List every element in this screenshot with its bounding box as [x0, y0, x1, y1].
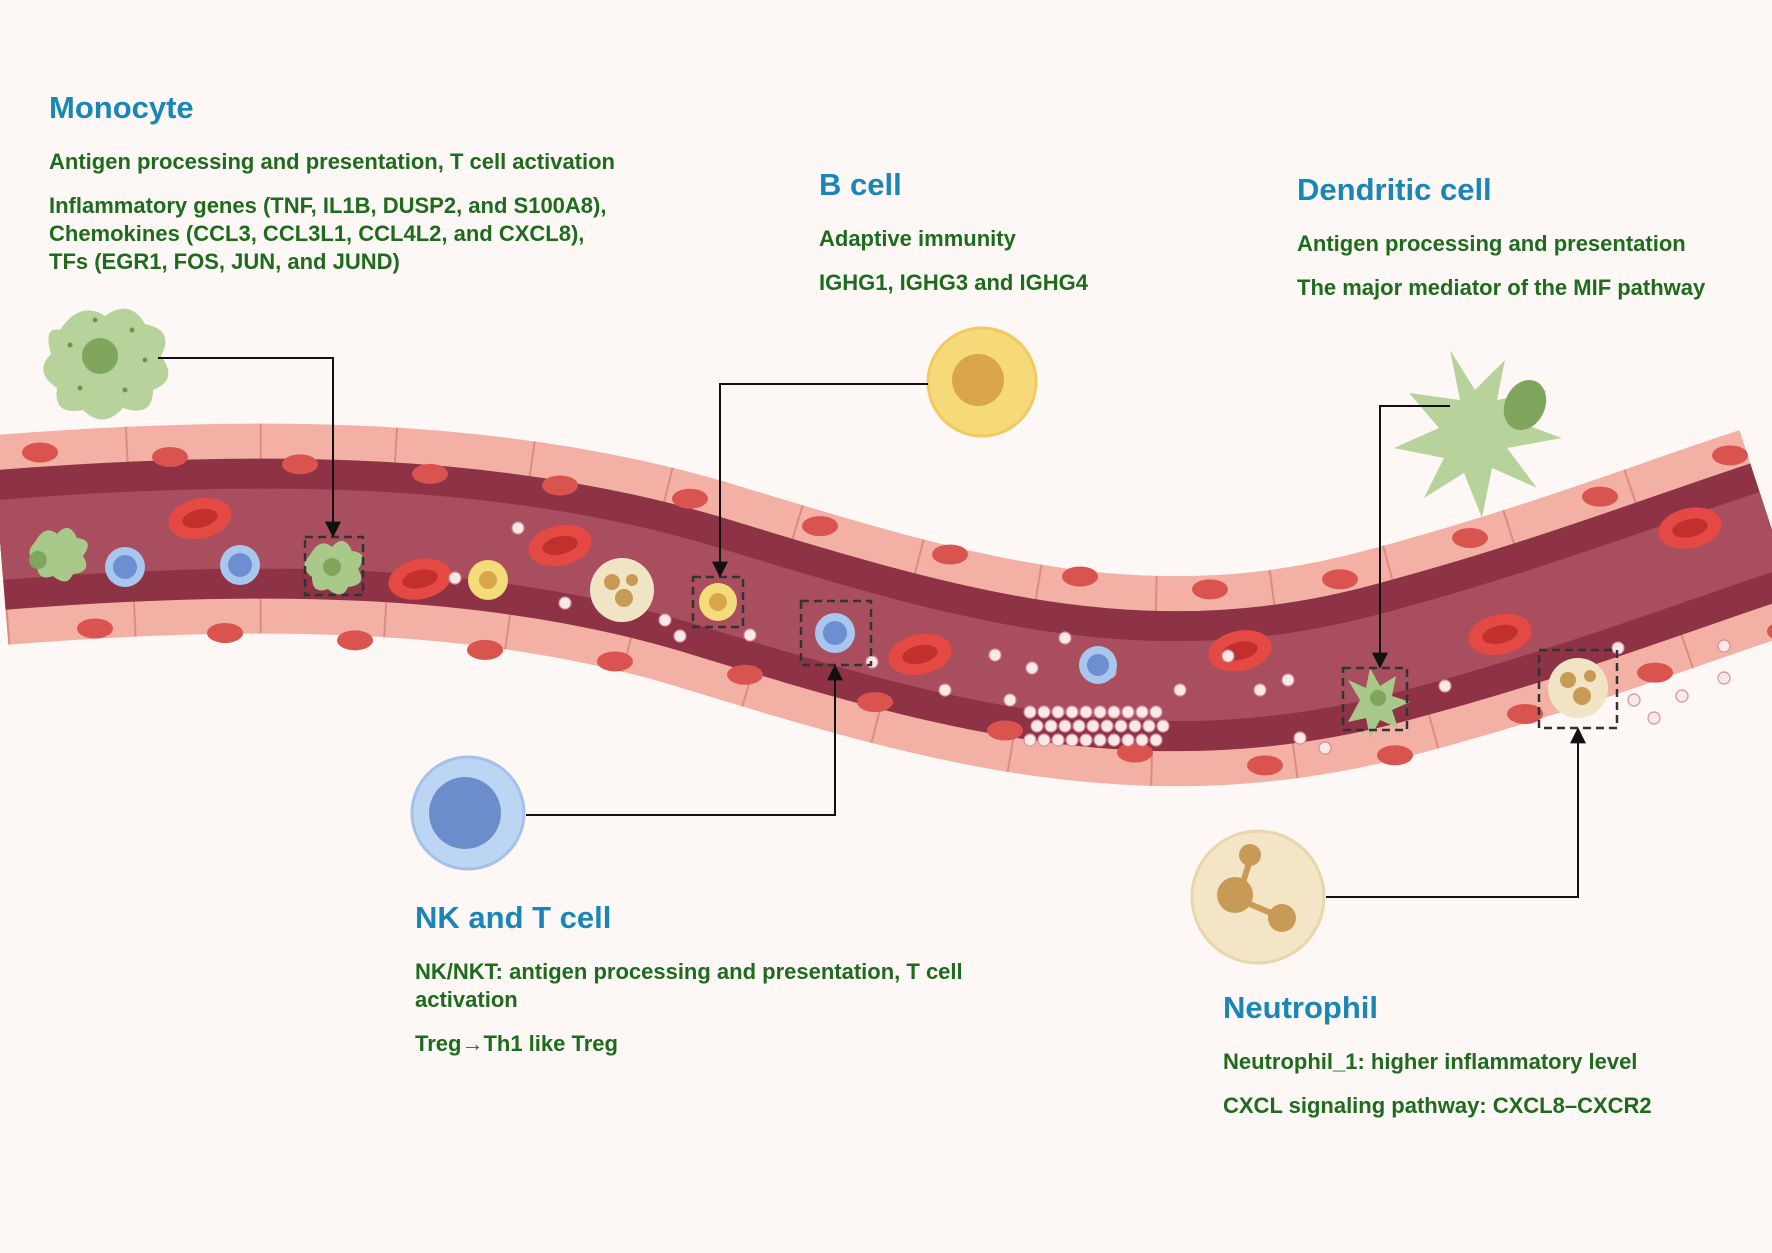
monocyte-genes-3: TFs (EGR1, FOS, JUN, and JUND) [49, 248, 400, 274]
neutrophil-label-block: Neutrophil Neutrophil_1: higher inflamma… [1223, 990, 1652, 1136]
monocyte-in-vessel-left [29, 527, 88, 582]
t-cell-in-vessel-3 [1079, 646, 1117, 684]
b-cell-in-vessel-1 [468, 560, 508, 600]
monocyte-in-vessel-boxed [303, 535, 365, 597]
nk-t-cell-arrow [526, 664, 843, 816]
b-cell-large-icon [926, 326, 1038, 438]
neutrophil-arrow [1326, 727, 1586, 898]
dendritic-cell-title: Dendritic cell [1297, 172, 1492, 207]
dendritic-cell-function: Antigen processing and presentation [1297, 230, 1686, 256]
connector-arrows [158, 357, 1586, 898]
t-cell-in-vessel-1 [105, 547, 145, 587]
monocyte-label-block: Monocyte Antigen processing and presenta… [49, 90, 615, 276]
red-blood-cell [888, 633, 952, 676]
neutrophil-in-vessel-boxed [1537, 648, 1619, 730]
nk-t-cell-title: NK and T cell [415, 900, 612, 935]
nk-t-cell-large-icon [410, 755, 526, 871]
platelets [448, 521, 1731, 755]
monocyte-genes-2: Chemokines (CCL3, CCL3L1, CCL4L2, and CX… [49, 220, 585, 246]
dendritic-cell-label-block: Dendritic cell Antigen processing and pr… [1297, 172, 1705, 318]
red-blood-cell [1468, 613, 1532, 656]
red-blood-cell [388, 558, 452, 600]
endothelial-nuclei [22, 442, 1772, 776]
neutrophil-in-vessel-1 [590, 558, 654, 622]
dendritic-cell-large-icon [1394, 350, 1562, 518]
monocyte-function: Antigen processing and presentation, T c… [49, 148, 615, 174]
t-cell-in-vessel-2 [220, 545, 260, 585]
red-blood-cell [1658, 507, 1722, 549]
dendritic-cell-pathway: The major mediator of the MIF pathway [1297, 274, 1706, 300]
red-blood-cell [168, 497, 232, 540]
neutrophil-subtype: Neutrophil_1: higher inflammatory level [1223, 1048, 1638, 1074]
nk-t-cell-function-2: activation [415, 986, 518, 1012]
monocyte-large-icon [43, 308, 169, 420]
b-cell-genes: IGHG1, IGHG3 and IGHG4 [819, 269, 1088, 295]
neutrophil-large-icon [1190, 829, 1326, 965]
red-blood-cell [528, 524, 592, 567]
dendritic-arrow [1372, 405, 1450, 669]
b-cell-function: Adaptive immunity [819, 225, 1016, 251]
nk-t-cell-treg: Treg→Th1 like Treg [415, 1030, 618, 1056]
b-cell-title: B cell [819, 167, 902, 202]
neutrophil-title: Neutrophil [1223, 990, 1378, 1025]
monocyte-arrow [158, 357, 341, 538]
b-cell-in-vessel-boxed [691, 575, 745, 629]
nk-t-cell-label-block: NK and T cell NK/NKT: antigen processing… [415, 900, 963, 1074]
b-cell-label-block: B cell Adaptive immunity IGHG1, IGHG3 an… [819, 167, 1088, 313]
monocyte-title: Monocyte [49, 90, 194, 125]
monocyte-genes-1: Inflammatory genes (TNF, IL1B, DUSP2, an… [49, 192, 607, 218]
neutrophil-pathway: CXCL signaling pathway: CXCL8–CXCR2 [1223, 1092, 1652, 1118]
b-cell-arrow [712, 383, 928, 578]
nk-t-cell-function-1: NK/NKT: antigen processing and presentat… [415, 958, 963, 984]
